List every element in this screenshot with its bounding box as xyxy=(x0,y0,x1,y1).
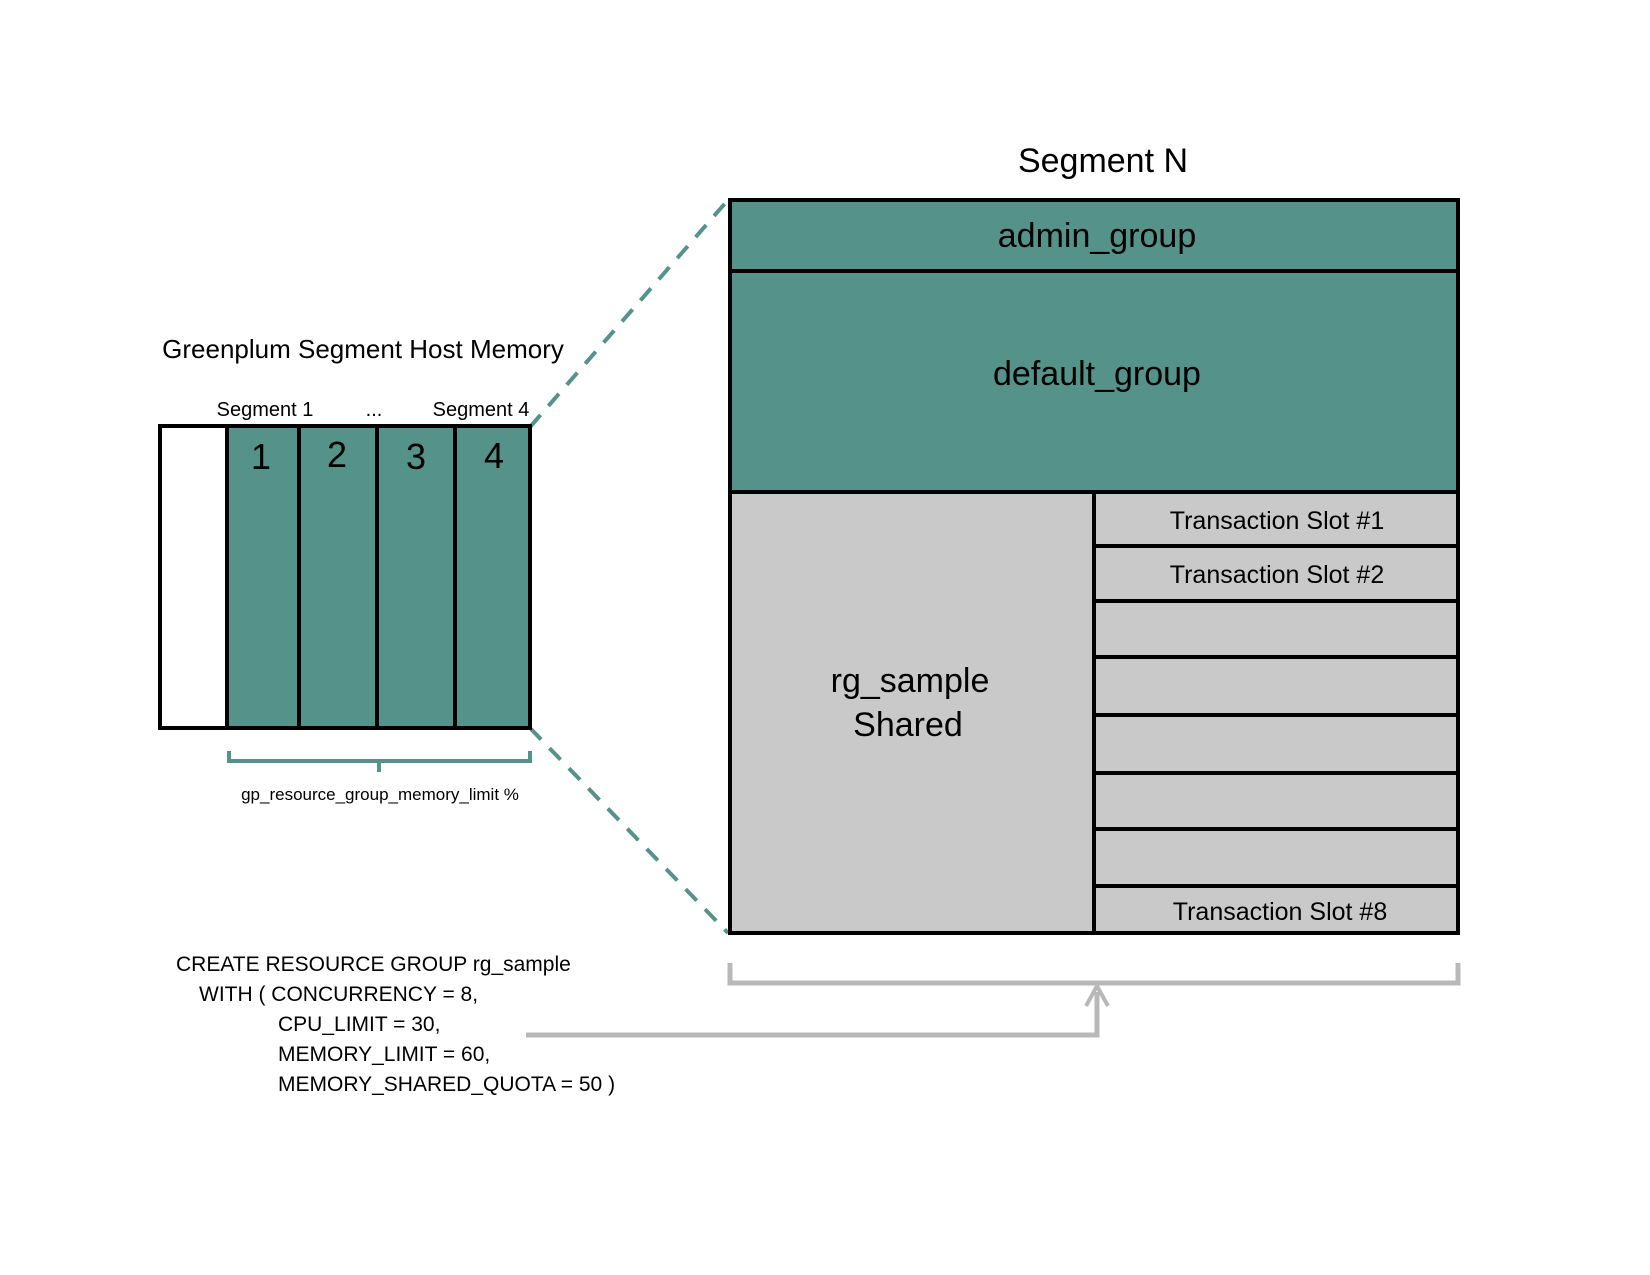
transaction-slot xyxy=(1092,655,1460,717)
segment-n-box: admin_group default_group rg_sample Shar… xyxy=(728,198,1460,935)
sql-link-line xyxy=(526,992,1100,1038)
shared-label: Shared xyxy=(853,706,963,744)
host-segment-3 xyxy=(375,424,457,730)
sql-link-arrowhead xyxy=(1084,981,1110,1007)
host-segment-2 xyxy=(297,424,379,730)
segment-first-label: Segment 1 xyxy=(217,399,314,421)
rg-sample-label: rg_sample xyxy=(831,662,990,700)
transaction-slot xyxy=(1092,713,1460,775)
host-memory-box: 1 2 3 4 xyxy=(158,424,532,730)
transaction-slot xyxy=(1092,599,1460,659)
create-resource-group-sql: CREATE RESOURCE GROUP rg_sample WITH ( C… xyxy=(176,950,615,1100)
host-segment-1-number: 1 xyxy=(251,436,271,477)
memory-limit-label: gp_resource_group_memory_limit % xyxy=(241,785,519,804)
host-segment-3-number: 3 xyxy=(406,436,426,477)
segment-ellipsis-label: ... xyxy=(366,399,383,421)
rg-sample-shared-block xyxy=(728,490,1096,935)
memory-limit-brace xyxy=(227,751,532,772)
segment-last-label: Segment 4 xyxy=(433,399,530,421)
admin-group-block xyxy=(728,198,1460,273)
sql-line-5: MEMORY_SHARED_QUOTA = 50 ) xyxy=(278,1073,616,1096)
transaction-slot-8-label: Transaction Slot #8 xyxy=(1173,898,1387,926)
sql-line-4: MEMORY_LIMIT = 60, xyxy=(278,1043,491,1066)
default-group-label: default_group xyxy=(993,355,1201,393)
transaction-slot-1-label: Transaction Slot #1 xyxy=(1170,507,1384,535)
segment-n-title: Segment N xyxy=(1018,142,1188,180)
transaction-slot xyxy=(1092,884,1460,935)
transaction-slot xyxy=(1092,490,1460,548)
transaction-slot xyxy=(1092,771,1460,831)
admin-group-label: admin_group xyxy=(998,217,1196,255)
sql-line-3: CPU_LIMIT = 30, xyxy=(278,1013,441,1036)
host-segment-4 xyxy=(453,424,532,730)
host-memory-title: Greenplum Segment Host Memory xyxy=(162,334,564,364)
host-segment-2-number: 2 xyxy=(327,434,347,475)
zoom-line-bottom xyxy=(528,726,730,935)
transaction-slot-2-label: Transaction Slot #2 xyxy=(1170,561,1384,589)
transaction-slots: Transaction Slot #1 Transaction Slot #2 … xyxy=(1092,490,1460,935)
zoom-line-top xyxy=(528,198,730,429)
transaction-slot xyxy=(1092,544,1460,603)
default-group-block xyxy=(728,269,1460,494)
transaction-slot xyxy=(1092,827,1460,888)
host-segment-1 xyxy=(225,424,301,730)
sql-line-2: WITH ( CONCURRENCY = 8, xyxy=(199,983,479,1006)
host-segment-4-number: 4 xyxy=(484,435,504,476)
sql-line-1: CREATE RESOURCE GROUP rg_sample xyxy=(176,953,571,976)
resource-group-bracket xyxy=(727,963,1461,986)
